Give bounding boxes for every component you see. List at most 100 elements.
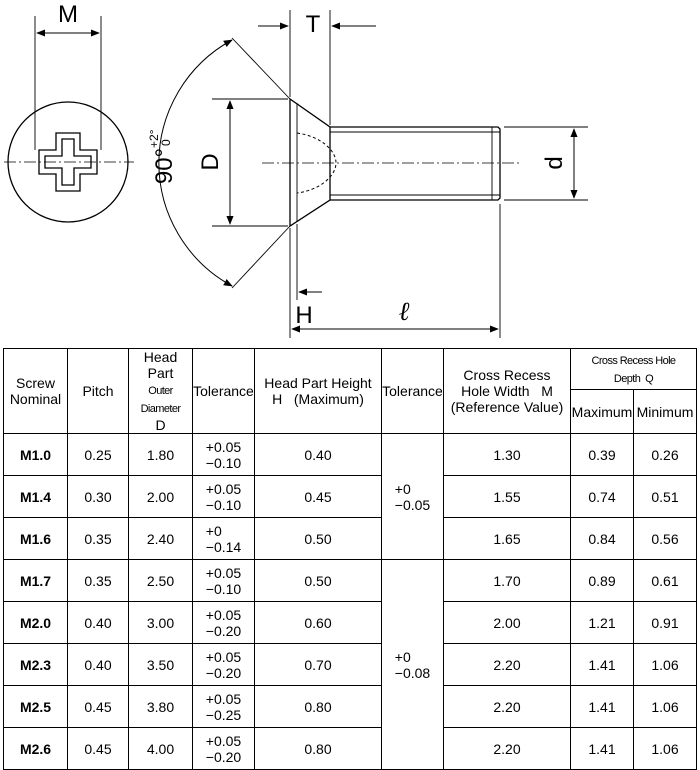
cell-nominal: M1.4 [3,475,68,518]
cell-recess-width: 1.70 [443,559,571,602]
cell-head-height: 0.45 [254,475,382,518]
label-m: M [58,1,78,28]
angle-value: 90° [151,148,178,184]
cell-nominal: M1.6 [3,517,68,560]
header-depth-max: Maximum [570,389,634,434]
cell-tolerance-d: +0.05−0.20 [192,727,255,770]
header-tolerance-h: Tolerance [381,348,444,434]
length-dimension [291,204,501,338]
cell-head-diameter: 2.40 [128,517,193,560]
cell-tolerance-d: +0.05−0.10 [192,433,255,476]
cell-depth-max: 1.41 [570,643,634,686]
cell-depth-max: 0.84 [570,517,634,560]
cell-head-height: 0.50 [254,559,382,602]
cell-head-height: 0.70 [254,643,382,686]
cell-nominal: M2.5 [3,685,68,728]
cell-pitch: 0.40 [67,643,129,686]
cross-recess-inner [44,138,92,186]
cell-recess-width: 2.00 [443,601,571,644]
cell-pitch: 0.40 [67,601,129,644]
d-shank-dimension [504,126,588,201]
cell-tolerance-d: +0.05−0.10 [192,475,255,518]
screw-drawing: M T D d 90° [4,1,588,338]
table-row: M1.7 0.35 2.50 +0.05−0.10 0.50 +0−0.08 1… [3,559,697,770]
cell-pitch: 0.35 [67,559,129,602]
table-row: M2.6 0.45 4.00 +0.05−0.20 0.80 2.20 1.41… [3,727,697,770]
cell-tolerance-d: +0−0.14 [192,517,255,560]
cross-recess-outer [38,132,98,192]
cell-head-height: 0.60 [254,601,382,644]
cell-tolerance-d: +0.05−0.25 [192,685,255,728]
cell-nominal: M1.0 [3,433,68,476]
cell-pitch: 0.45 [67,685,129,728]
table-row: M1.4 0.30 2.00 +0.05−0.10 0.45 1.55 0.74… [3,475,697,518]
cell-depth-max: 1.21 [570,601,634,644]
cell-depth-min: 0.56 [633,517,697,560]
label-d-head: D [197,153,224,170]
cell-depth-max: 0.74 [570,475,634,518]
cell-pitch: 0.35 [67,517,129,560]
cell-tolerance-h-group-1: +0−0.05 [381,433,444,560]
cell-depth-min: 0.61 [633,559,697,602]
cell-tolerance-h-group-2: +0−0.08 [381,559,444,770]
cell-depth-max: 0.39 [570,433,634,476]
cell-head-diameter: 4.00 [128,727,193,770]
cell-head-diameter: 3.80 [128,685,193,728]
t-dimension [258,10,376,125]
cell-head-diameter: 3.50 [128,643,193,686]
cell-nominal: M2.0 [3,601,68,644]
cell-head-height: 0.50 [254,517,382,560]
table-row: M1.6 0.35 2.40 +0−0.14 0.50 1.65 0.84 0.… [3,517,697,560]
cell-head-diameter: 2.50 [128,559,193,602]
label-h: H [295,302,312,329]
cell-nominal: M1.7 [3,559,68,602]
cell-pitch: 0.45 [67,727,129,770]
label-t: T [306,11,321,38]
cell-recess-width: 1.65 [443,517,571,560]
cell-depth-min: 0.26 [633,433,697,476]
cell-depth-min: 1.06 [633,643,697,686]
cell-nominal: M2.6 [3,727,68,770]
cell-depth-max: 1.41 [570,685,634,728]
table-row: M2.5 0.45 3.80 +0.05−0.25 0.80 2.20 1.41… [3,685,697,728]
cell-recess-width: 1.30 [443,433,571,476]
cell-depth-max: 1.41 [570,727,634,770]
cell-depth-min: 0.91 [633,601,697,644]
cell-recess-width: 2.20 [443,685,571,728]
front-view [4,16,134,223]
header-recess-depth: Cross Recess Hole Depth Q [570,347,697,391]
cell-depth-min: 0.51 [633,475,697,518]
cell-nominal: M2.3 [3,643,68,686]
cell-depth-min: 1.06 [633,685,697,728]
cell-head-height: 0.80 [254,685,382,728]
cell-head-diameter: 2.00 [128,475,193,518]
side-view [262,97,520,228]
table-row: M1.0 0.25 1.80 +0.05−0.10 0.40 +0−0.05 1… [3,433,697,560]
cell-depth-max: 0.89 [570,559,634,602]
cell-tolerance-d: +0.05−0.20 [192,601,255,644]
header-depth-min: Minimum [633,389,697,434]
cell-recess-width: 1.55 [443,475,571,518]
table-row: M2.0 0.40 3.00 +0.05−0.20 0.60 2.00 1.21… [3,601,697,644]
h-dimension [289,224,322,338]
cell-recess-width: 2.20 [443,643,571,686]
cell-tolerance-d: +0.05−0.20 [192,643,255,686]
cell-depth-min: 1.06 [633,727,697,770]
angle-tolerance-plus: +2° [147,129,161,148]
label-angle: 90° +2° 0 [147,129,178,184]
cell-head-height: 0.80 [254,727,382,770]
angle-dimension [158,37,291,289]
cell-head-diameter: 3.00 [128,601,193,644]
header-tolerance-d: Tolerance [192,348,255,434]
cell-recess-width: 2.20 [443,727,571,770]
cell-pitch: 0.30 [67,475,129,518]
recess-hidden-arc [296,132,337,194]
table-row: M2.3 0.40 3.50 +0.05−0.20 0.70 2.20 1.41… [3,643,697,686]
angle-tolerance-minus: 0 [159,139,173,146]
header-pitch: Pitch [67,348,129,434]
